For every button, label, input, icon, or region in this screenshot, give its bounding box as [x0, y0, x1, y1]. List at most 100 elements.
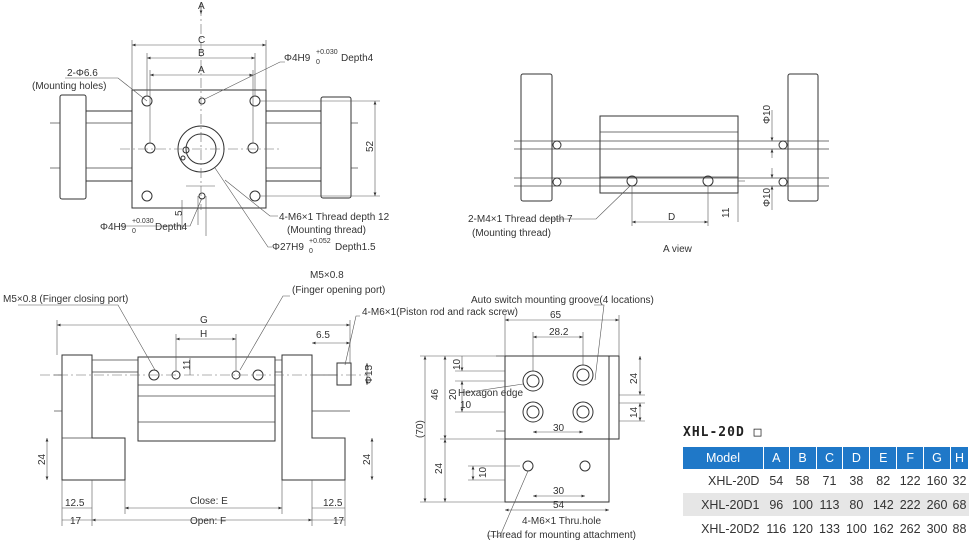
column-header: E: [869, 447, 898, 469]
front-dim-12-5-right: 12.5: [323, 498, 343, 509]
table-cell: 54: [763, 469, 790, 493]
front-dim-6-5: 6.5: [316, 330, 330, 341]
column-header: F: [896, 447, 925, 469]
table-cell: 116: [763, 516, 790, 541]
front-view: M5×0.8 (Finger closing port) M5×0.8 (Fin…: [3, 270, 518, 527]
table-cell: 58: [789, 469, 817, 493]
table-cell: 82: [869, 469, 897, 493]
table-cell: 80: [842, 492, 870, 517]
a-thread-note: (Mounting thread): [472, 228, 551, 239]
table-cell: 133: [816, 516, 843, 541]
side-view: Auto switch mounting groove(4 locations)…: [415, 295, 654, 541]
a-dim-11: 11: [721, 207, 732, 218]
model-cell: XHL-20D: [683, 469, 764, 493]
box-glyph: □: [753, 425, 763, 440]
table-cell: 96: [763, 492, 790, 517]
table-cell: 38: [842, 469, 870, 493]
column-header: B: [789, 447, 817, 469]
table-cell: 122: [896, 469, 924, 493]
spec-title-row: XHL-20D □: [683, 425, 969, 447]
a-view-caption: A view: [663, 244, 693, 255]
table-cell: 160: [923, 469, 951, 493]
side-dim-24-top: 24: [629, 372, 640, 384]
table-cell: 142: [869, 492, 897, 517]
side-dim-46: 46: [430, 388, 441, 400]
front-dim-24-right: 24: [362, 453, 373, 465]
a-right-finger: [787, 73, 819, 202]
table-cell: 222: [896, 492, 924, 517]
bore-tolerance: +0.052: [309, 238, 331, 245]
a-dim-d: D: [668, 212, 675, 223]
column-header: Model: [683, 447, 764, 469]
table-cell: 162: [869, 516, 897, 541]
side-dim-28-2: 28.2: [549, 327, 569, 338]
front-body: [137, 356, 276, 442]
model-cell: XHL-20D1: [683, 492, 764, 517]
a-body: [599, 115, 739, 194]
model-cell: XHL-20D2: [683, 516, 764, 541]
opening-port-thread: M5×0.8: [310, 270, 344, 281]
pin-bottom-callout: Φ4H9: [100, 222, 127, 233]
bore-callout: Φ27H9: [272, 242, 304, 253]
front-dim-h: H: [200, 329, 207, 340]
front-dim-17-left: 17: [70, 516, 82, 527]
piston-screw-callout: 4-M6×1(Piston rod and rack screw): [362, 307, 518, 318]
dim-52: 52: [365, 140, 376, 152]
left-finger: [59, 94, 87, 200]
table-cell: 120: [789, 516, 817, 541]
table-cell: 100: [842, 516, 870, 541]
front-close-e: Close: E: [190, 496, 228, 507]
pin-top-tolerance-zero: 0: [316, 59, 320, 66]
pin-top-callout: Φ4H9: [284, 53, 311, 64]
side-dim-10b: 10: [460, 400, 472, 411]
side-dim-54: 54: [553, 500, 565, 511]
a-view: Φ10 Φ10 11 D 2-M4×1 Thread depth 7 (Moun…: [468, 73, 829, 255]
pin-bottom-depth: Depth4: [155, 222, 188, 233]
front-right-finger: [281, 354, 346, 481]
pin-bottom-tolerance-zero: 0: [132, 228, 136, 235]
table-cell: 100: [789, 492, 817, 517]
dim-5: 5: [174, 210, 185, 216]
a-phi10-bottom: Φ10: [762, 187, 773, 207]
closing-port-callout: M5×0.8 (Finger closing port): [3, 294, 128, 305]
side-dim-10c: 10: [478, 466, 489, 478]
side-dim-70: (70): [415, 420, 426, 438]
table-cell: 260: [923, 492, 951, 517]
dim-a: A: [198, 65, 205, 76]
top-view: A C B A 2-Φ6.6 (Mounting holes) Φ4H9 +0.…: [32, 1, 390, 255]
dim-c: C: [198, 35, 205, 46]
side-dim-14: 14: [629, 406, 640, 418]
column-header: A: [763, 447, 790, 469]
column-header: D: [842, 447, 871, 469]
left-rail: [85, 110, 133, 182]
switch-groove-callout: Auto switch mounting groove(4 locations): [471, 295, 654, 306]
a-left-finger: [520, 73, 553, 202]
table-cell: 113: [816, 492, 843, 517]
side-dim-20: 20: [448, 388, 459, 400]
side-dim-24-bottom: 24: [434, 462, 445, 474]
a-phi10-top: Φ10: [762, 104, 773, 124]
column-header: C: [816, 447, 844, 469]
table-cell: 262: [896, 516, 924, 541]
thru-hole-note: (Thread for mounting attachment): [487, 530, 636, 541]
right-finger: [320, 96, 352, 199]
table-cell: 300: [923, 516, 951, 541]
pin-top-tolerance: +0.030: [316, 49, 338, 56]
piston-rod-end: [336, 362, 352, 386]
table-cell: 88: [950, 516, 969, 541]
front-dim-11: 11: [182, 359, 193, 370]
thread-callout: 4-M6×1 Thread depth 12: [279, 212, 390, 223]
front-left-finger: [61, 354, 126, 481]
pin-top-depth: Depth4: [341, 53, 374, 64]
table-cell: 68: [950, 492, 969, 517]
right-rail: [265, 110, 322, 182]
opening-port-note: (Finger opening port): [292, 285, 385, 296]
side-dim-30-bottom: 30: [553, 486, 565, 497]
thru-hole-callout: 4-M6×1 Thru.hole: [522, 516, 601, 527]
